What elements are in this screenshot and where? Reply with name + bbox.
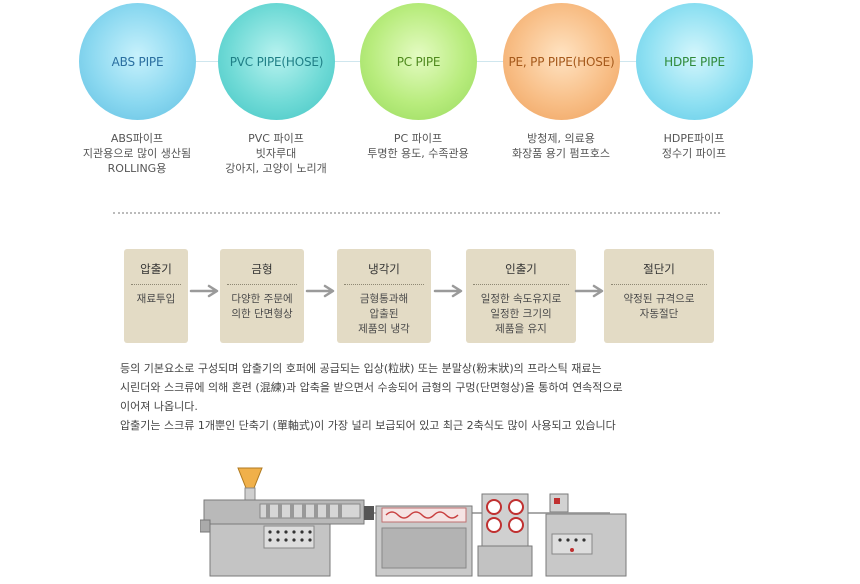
process-step-text: 의한 단면형상 (231, 308, 293, 320)
process-step-text: 금형통과해 (359, 293, 409, 305)
process-step-text: 약정된 규격으로 (623, 293, 695, 305)
description-line: 이어져 나옵니다. (120, 400, 198, 413)
process-step-text: 다양한 주문에 (231, 293, 293, 305)
pipe-circle-label: ABS PIPE (111, 54, 164, 69)
arrow-right-icon (574, 284, 604, 298)
section-divider (113, 212, 720, 214)
pipe-desc-line: ABS파이프 (110, 132, 164, 145)
pipe-circle-label: PE, PP PIPE(HOSE) (508, 54, 615, 69)
process-step-text: 자동절단 (639, 308, 679, 320)
pipe-circle-label: PVC PIPE(HOSE) (229, 54, 324, 69)
arrow-right-icon (189, 284, 219, 298)
pipe-desc-line: 지관용으로 많이 생산됨 (82, 147, 192, 160)
pipe-circle-abs[interactable]: ABS PIPE (79, 3, 196, 120)
process-step-divider (227, 284, 297, 285)
pipe-desc-pe-pp: 방청제, 의료용 화장품 용기 펌프호스 (481, 131, 641, 161)
pipe-desc-hdpe: HDPE파이프 정수기 파이프 (614, 131, 774, 161)
pipe-desc-line: 투명한 용도, 수족관용 (367, 147, 469, 160)
pipe-desc-line: 방청제, 의료용 (527, 132, 595, 145)
process-step-divider (473, 284, 569, 285)
extrusion-line-illustration (200, 467, 627, 577)
process-step-title: 냉각기 (368, 262, 400, 276)
process-step-divider (131, 284, 181, 285)
process-step-text: 제품의 냉각 (358, 323, 410, 335)
pipe-circle-pvc[interactable]: PVC PIPE(HOSE) (218, 3, 335, 120)
process-step-title: 절단기 (643, 262, 675, 276)
pipe-desc-pvc: PVC 파이프 빗자루대 강아지, 고양이 노리개 (196, 131, 356, 176)
process-step-extruder: 압출기 재료투입 (124, 249, 188, 343)
arrow-right-icon (433, 284, 463, 298)
pipe-circle-pe-pp[interactable]: PE, PP PIPE(HOSE) (503, 3, 620, 120)
process-step-text: 일정한 크기의 (490, 308, 552, 320)
pipe-desc-pc: PC 파이프 투명한 용도, 수족관용 (338, 131, 498, 161)
pipe-desc-line: 화장품 용기 펌프호스 (511, 147, 611, 160)
pipe-circle-label: PC PIPE (396, 54, 441, 69)
pipe-desc-abs: ABS파이프 지관용으로 많이 생산됨 ROLLING용 (57, 131, 217, 176)
pipe-desc-line: PC 파이프 (393, 132, 443, 145)
pipe-desc-line: 강아지, 고양이 노리개 (225, 162, 327, 175)
pipe-desc-line: HDPE파이프 (663, 132, 725, 145)
process-description: 등의 기본요소로 구성되며 압출기의 호퍼에 공급되는 입상(粒狀) 또는 분말… (120, 359, 760, 435)
arrow-right-icon (305, 284, 335, 298)
process-step-text: 일정한 속도유지로 (480, 293, 562, 305)
description-line: 등의 기본요소로 구성되며 압출기의 호퍼에 공급되는 입상(粒狀) 또는 분말… (120, 362, 602, 375)
pipe-desc-line: PVC 파이프 (248, 132, 304, 145)
extruder-machine-icon (200, 467, 374, 577)
cutter-machine-icon (545, 493, 627, 577)
pipe-desc-line: ROLLING용 (107, 162, 167, 175)
puller-machine-icon (477, 493, 533, 577)
process-step-mold: 금형 다양한 주문에 의한 단면형상 (220, 249, 304, 343)
process-step-text: 제품을 유지 (495, 323, 547, 335)
process-step-cutter: 절단기 약정된 규격으로 자동절단 (604, 249, 714, 343)
pipe-desc-line: 정수기 파이프 (661, 147, 727, 160)
process-step-cooler: 냉각기 금형통과해 압출된 제품의 냉각 (337, 249, 431, 343)
cooling-tank-icon (375, 505, 473, 577)
process-step-divider (611, 284, 707, 285)
process-step-puller: 인출기 일정한 속도유지로 일정한 크기의 제품을 유지 (466, 249, 576, 343)
description-line: 시린더와 스크류에 의해 혼련 (混練)과 압축을 받으면서 수송되어 금형의 … (120, 381, 623, 394)
process-step-title: 금형 (251, 262, 273, 276)
process-step-title: 인출기 (505, 262, 537, 276)
pipe-desc-line: 빗자루대 (255, 147, 297, 160)
pipe-circle-label: HDPE PIPE (664, 54, 725, 69)
process-step-divider (344, 284, 424, 285)
process-step-text: 압출된 (369, 308, 399, 320)
pipe-circle-hdpe[interactable]: HDPE PIPE (636, 3, 753, 120)
pipe-circle-pc[interactable]: PC PIPE (360, 3, 477, 120)
description-line: 압출기는 스크류 1개뿐인 단축기 (單軸式)이 가장 널리 보급되어 있고 최… (120, 419, 616, 432)
process-step-text: 재료투입 (136, 293, 176, 305)
process-step-title: 압출기 (140, 262, 172, 276)
